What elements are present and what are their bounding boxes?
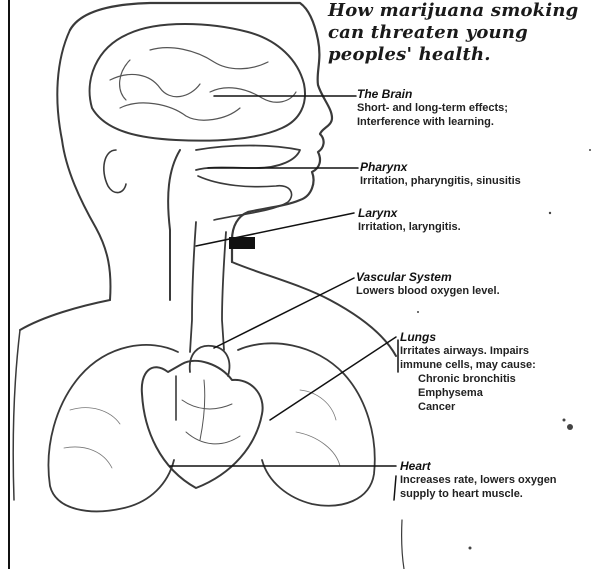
- callout-label: Lungs: [400, 330, 536, 344]
- condition-item: Emphysema: [400, 386, 536, 400]
- torso-left-side: [13, 330, 20, 500]
- larynx-callout: Larynx Irritation, laryngitis.: [358, 206, 461, 234]
- callout-label: The Brain: [357, 87, 508, 101]
- pharynx-callout: Pharynx Irritation, pharyngitis, sinusit…: [360, 160, 521, 188]
- callout-text: Irritates airways. Impairs: [400, 344, 536, 358]
- ear-outline: [104, 150, 126, 193]
- head-outline: [70, 3, 332, 262]
- vascular-callout: Vascular System Lowers blood oxygen leve…: [356, 270, 500, 298]
- heart-callout: Heart Increases rate, lowers oxygen supp…: [400, 459, 557, 501]
- larynx-leader: [196, 213, 354, 246]
- callout-text: Lowers blood oxygen level.: [356, 284, 500, 298]
- brain-callout: The Brain Short- and long-term effects; …: [357, 87, 508, 129]
- condition-item: Chronic bronchitis: [400, 372, 536, 386]
- brain-folds: [110, 48, 296, 121]
- condition-item: Cancer: [400, 400, 536, 414]
- title-line: can threaten young: [328, 22, 603, 44]
- torso-center-line: [402, 520, 404, 569]
- diagram-title: How marijuana smoking can threaten young…: [328, 0, 603, 66]
- lungs-callout: Lungs Irritates airways. Impairs immune …: [400, 330, 536, 414]
- title-line: peoples' health.: [328, 44, 603, 66]
- title-line: How marijuana smoking: [328, 0, 603, 22]
- left-shoulder: [20, 300, 110, 330]
- trachea-right: [222, 232, 226, 350]
- callout-text: supply to heart muscle.: [400, 487, 557, 501]
- trachea-left: [190, 222, 196, 352]
- callout-text: Increases rate, lowers oxygen: [400, 473, 557, 487]
- callout-label: Larynx: [358, 206, 461, 220]
- callout-text: Irritation, pharyngitis, sinusitis: [360, 174, 521, 188]
- callout-text: Interference with learning.: [357, 115, 508, 129]
- pharynx-passage: [168, 150, 180, 300]
- callout-label: Pharynx: [360, 160, 521, 174]
- lungs-leader: [270, 337, 396, 420]
- callout-label: Heart: [400, 459, 557, 473]
- brain-outline: [90, 24, 305, 141]
- callout-text: Short- and long-term effects;: [357, 101, 508, 115]
- callout-label: Vascular System: [356, 270, 500, 284]
- back-of-head: [57, 30, 110, 300]
- heart-detail: [182, 380, 240, 444]
- left-lung: [48, 345, 178, 511]
- heart-bracket: [394, 476, 396, 500]
- vascular-leader: [214, 278, 354, 348]
- nasal-cavity: [196, 146, 300, 171]
- callout-text: Irritation, laryngitis.: [358, 220, 461, 234]
- callout-text: immune cells, may cause:: [400, 358, 536, 372]
- callout-leader-lines: [170, 96, 398, 500]
